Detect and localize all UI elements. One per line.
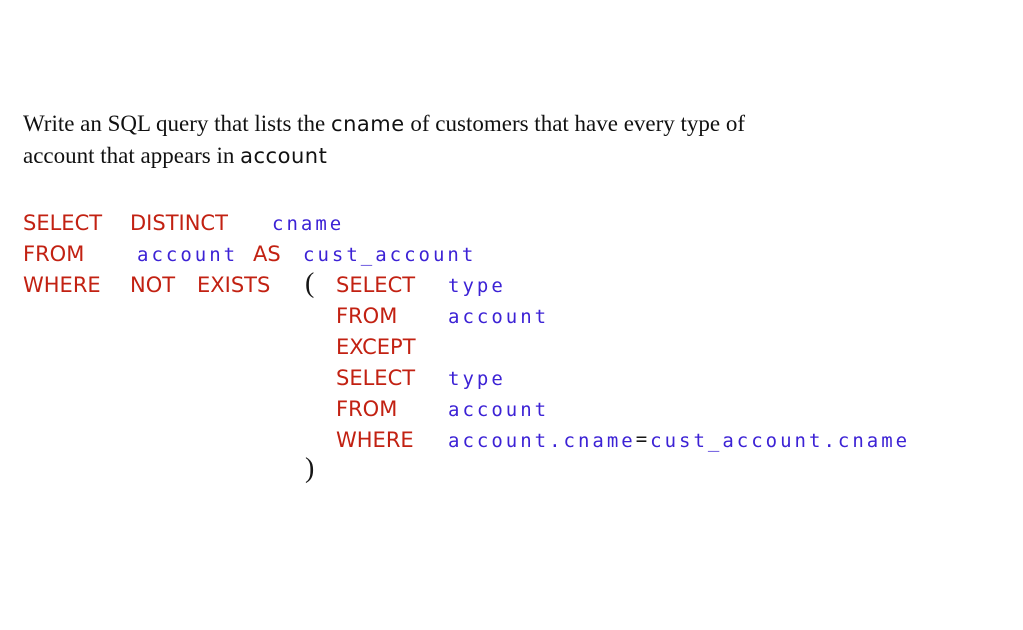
sql-identifier: cust_account.cname: [650, 430, 911, 452]
code-line: FROM account: [0, 304, 1023, 334]
sql-keyword: FROM: [23, 242, 85, 266]
question-paragraph: Write an SQL query that lists the cname …: [23, 108, 963, 172]
code-line: FROM account: [0, 397, 1023, 427]
sql-keyword: AS: [253, 242, 281, 266]
question-line-1: Write an SQL query that lists the cname …: [23, 108, 963, 140]
code-line: SELECT type: [0, 366, 1023, 396]
inline-code-cname: cname: [331, 112, 405, 136]
sql-keyword: SELECT: [336, 366, 416, 390]
question-text: of customers that have every type of: [404, 111, 746, 136]
sql-keyword: FROM: [336, 304, 398, 328]
sql-identifier: account: [137, 244, 239, 266]
sql-identifier: type: [448, 368, 506, 390]
sql-identifier: account: [448, 306, 550, 328]
sql-expression: account.cname=cust_account.cname: [448, 428, 910, 452]
code-line: EXCEPT: [0, 335, 1023, 365]
code-line: SELECT DISTINCT cname: [0, 211, 1023, 241]
sql-keyword: EXCEPT: [336, 335, 416, 359]
question-text: Write an SQL query that lists the: [23, 111, 332, 136]
question-line-2: account that appears in account: [23, 140, 963, 172]
code-line: FROM account AS cust_account: [0, 242, 1023, 272]
sql-keyword: DISTINCT: [130, 211, 228, 235]
sql-identifier: cname: [272, 213, 345, 235]
sql-identifier: type: [448, 275, 506, 297]
sql-keyword: SELECT: [23, 211, 103, 235]
code-line: ): [0, 453, 1023, 488]
sql-keyword: WHERE: [336, 428, 414, 452]
code-line: WHERE NOT EXISTS ( SELECT type: [0, 268, 1023, 303]
sql-keyword: EXISTS: [197, 273, 271, 297]
sql-keyword: NOT: [130, 273, 176, 297]
close-paren: ): [305, 453, 315, 484]
sql-identifier: account.cname: [448, 430, 636, 452]
equals-operator: =: [635, 428, 651, 450]
sql-keyword: FROM: [336, 397, 398, 421]
sql-identifier: account: [448, 399, 550, 421]
code-line: WHERE account.cname=cust_account.cname: [0, 428, 1023, 458]
sql-keyword: SELECT: [336, 273, 416, 297]
question-text: account that appears in: [23, 143, 241, 168]
inline-code-account: account: [240, 144, 328, 168]
open-paren: (: [305, 268, 315, 299]
sql-identifier: cust_account: [303, 244, 477, 266]
sql-keyword: WHERE: [23, 273, 101, 297]
